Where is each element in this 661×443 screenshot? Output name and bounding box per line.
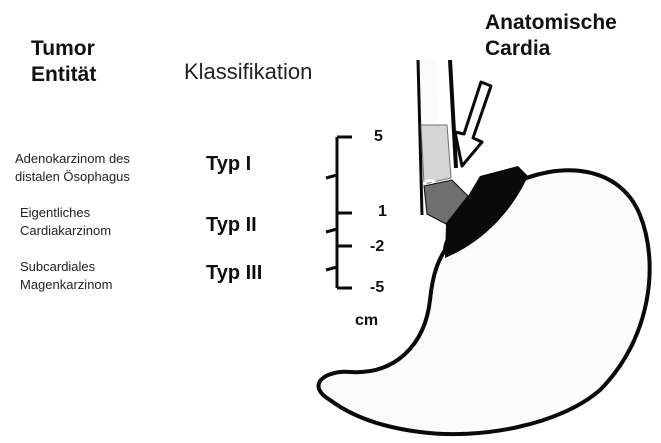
type-3-label: Typ III [206, 262, 262, 285]
entity-line2: Cardiakarzinom [20, 222, 111, 240]
entity-line2: Magenkarzinom [20, 276, 113, 294]
type-1-label: Typ I [206, 153, 251, 176]
scale-mark-1: 1 [378, 203, 387, 221]
cardia-arrow [455, 82, 491, 166]
anatomic-cardia-label: Anatomische Cardia [485, 10, 617, 62]
type-2-label: Typ II [206, 214, 257, 237]
esophagus-right-wall [450, 60, 456, 168]
scale-mark-minus-5: -5 [370, 279, 384, 297]
anatomic-cardia-line1: Anatomische [485, 10, 617, 36]
entity-line1: Eigentliches [20, 204, 111, 222]
entity-cardia-carcinoma: Eigentliches Cardiakarzinom [20, 204, 111, 240]
anatomic-cardia-line2: Cardia [485, 36, 617, 62]
tumor-entity-line2: Entität [31, 62, 96, 88]
tumor-entity-header: Tumor Entität [31, 36, 96, 88]
entity-subcardial-carcinoma: Subcardiales Magenkarzinom [20, 258, 113, 294]
scale-bracket [326, 137, 352, 288]
tumor-entity-line1: Tumor [31, 36, 96, 62]
scale-mark-5: 5 [374, 128, 383, 146]
entity-adenocarcinoma: Adenokarzinom des distalen Ösophagus [15, 150, 130, 186]
entity-line1: Subcardiales [20, 258, 113, 276]
scale-unit: cm [355, 312, 378, 330]
classification-header: Klassifikation [184, 59, 312, 85]
scale-mark-minus-2: -2 [370, 238, 384, 256]
tumor-type1-zone [421, 125, 451, 184]
entity-line1: Adenokarzinom des [15, 150, 130, 168]
entity-line2: distalen Ösophagus [15, 168, 130, 186]
